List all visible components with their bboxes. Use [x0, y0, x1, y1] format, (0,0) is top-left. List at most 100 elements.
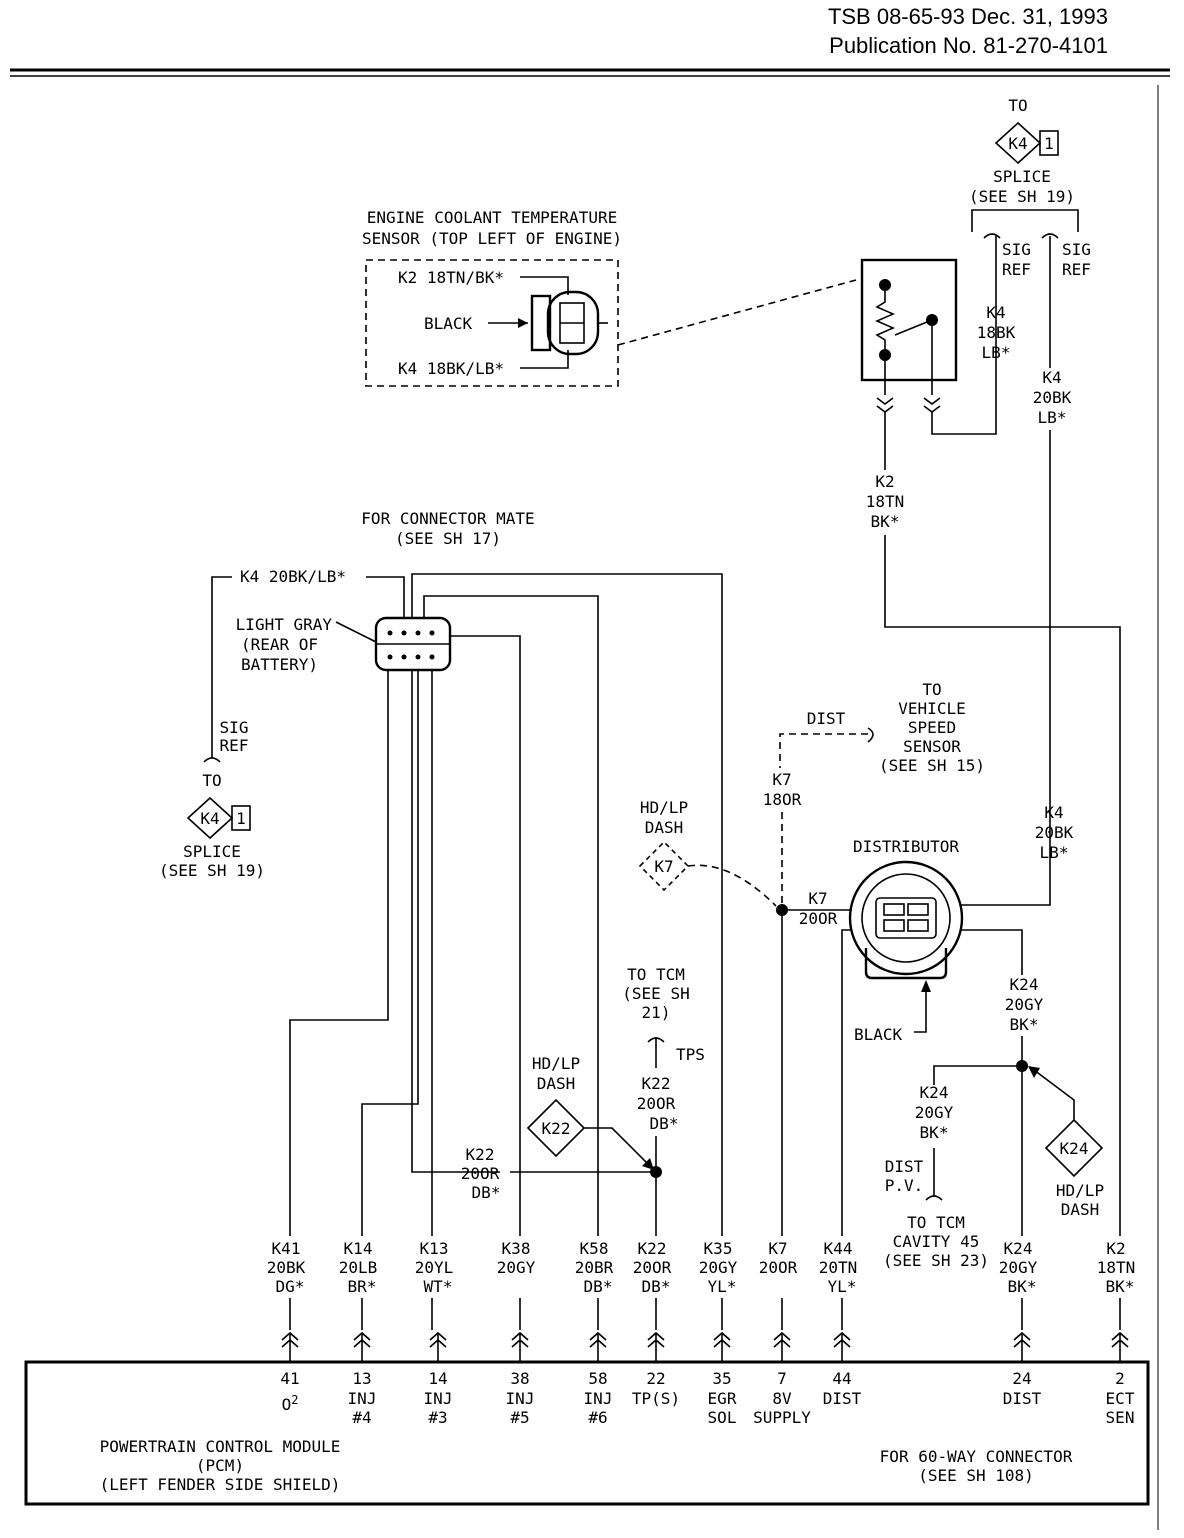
arrow-icon	[518, 318, 528, 328]
wire-k14	[361, 670, 419, 1330]
label-mask	[756, 1236, 808, 1298]
distributor-k4-l3: LB*	[1040, 843, 1069, 862]
pcm-line-1: POWERTRAIN CONTROL MODULE	[100, 1437, 341, 1456]
k22-mid-l1: K22	[466, 1145, 495, 1164]
header-tsb: TSB 08-65-93 Dec. 31, 1993	[828, 4, 1108, 29]
wire-gauge: 20GY	[999, 1258, 1038, 1277]
arrow-icon	[642, 1158, 654, 1170]
wire-k24-from-distributor	[960, 929, 1023, 975]
pcm-conn-2: (SEE SH 108)	[918, 1466, 1034, 1485]
connector-pin-icon	[876, 397, 894, 413]
splice-top-label-1: SPLICE	[993, 167, 1051, 186]
splice-left-to: TO	[202, 771, 221, 790]
connector-mate-title-2: (SEE SH 17)	[395, 529, 501, 548]
hd-dash-k22-lead	[584, 1127, 651, 1167]
dist-pv-k24-l1: K24	[920, 1083, 949, 1102]
connector-pin-icon	[511, 1331, 529, 1362]
ect-title-2: SENSOR (TOP LEFT OF ENGINE)	[362, 229, 622, 248]
pcm-cavity: 13	[352, 1369, 371, 1388]
pin-dot	[387, 654, 393, 660]
distributor-black: BLACK	[854, 1025, 903, 1044]
distributor-k7-l1: K7	[808, 889, 827, 908]
wire-circuit: K58	[580, 1239, 609, 1258]
sig-ref-break-icon	[1041, 233, 1059, 239]
hd-dash-k22: HD/LP DASH K22	[526, 1054, 654, 1170]
label-mask	[1094, 1236, 1146, 1298]
splice-left: SIG REF TO K4 1 SPLICE (SEE SH 19)	[159, 718, 265, 880]
k22-mid-l3: DB*	[472, 1183, 501, 1202]
connector-pin-icon	[833, 1331, 851, 1362]
hd-dash-k7-code: K7	[654, 857, 673, 876]
arrow-icon	[921, 980, 931, 992]
k22-mid-l2: 20OR	[461, 1164, 500, 1183]
ect-wire-k4: K4 18BK/LB*	[398, 359, 504, 378]
connector-pin-icon	[1111, 1331, 1129, 1362]
wire-circuit: K22	[638, 1239, 667, 1258]
pcm-function-2: SEN	[1106, 1408, 1135, 1427]
pcm-line-2: (PCM)	[196, 1456, 244, 1475]
wire-gauge: 20TN	[819, 1258, 858, 1277]
pin-icon	[883, 903, 905, 916]
vss-wire-l1: K7	[772, 770, 791, 789]
wire-color: BR*	[348, 1277, 377, 1296]
wire-k41	[289, 670, 389, 1330]
splice-top-bracket	[971, 209, 1079, 232]
hd-dash-k22-l2: DASH	[537, 1074, 576, 1093]
pcm-cavity: 14	[428, 1369, 447, 1388]
connector-pin-icon	[773, 1331, 791, 1362]
pcm-function-2: #6	[588, 1408, 607, 1427]
splice-left-sig: SIG	[220, 718, 249, 737]
arrow-icon	[1028, 1066, 1040, 1078]
pin-icon	[907, 903, 929, 916]
splice-tab-icon	[1039, 130, 1059, 156]
vss-wire-l2: 18OR	[763, 790, 802, 809]
tcm-line-1: TO TCM	[627, 965, 685, 984]
wire-k4-sig-ref	[931, 236, 997, 435]
hd-dash-k22-l1: HD/LP	[532, 1054, 580, 1073]
k22-mid: K22 20OR DB*	[461, 1145, 501, 1202]
pcm-conn-1: FOR 60-WAY CONNECTOR	[880, 1447, 1073, 1466]
pcm-line-3: (LEFT FENDER SIDE SHIELD)	[100, 1475, 341, 1494]
sig-ref-break-icon	[203, 757, 221, 763]
wire-circuit: K14	[344, 1239, 373, 1258]
ect-title-1: ENGINE COOLANT TEMPERATURE	[367, 208, 617, 227]
splice-left-code: K4	[200, 809, 219, 828]
vss-line-1: TO	[922, 680, 941, 699]
tcm-line-3: 21)	[642, 1003, 671, 1022]
dist-pv-to-1: TO TCM	[907, 1213, 965, 1232]
pin-dot	[429, 630, 435, 636]
pcm-function: O2	[282, 1393, 299, 1414]
wire-circuit: K7	[768, 1239, 787, 1258]
tcm-wire-l3: DB*	[650, 1114, 679, 1133]
wire-k7-dashed	[687, 864, 777, 907]
label-mask	[1034, 368, 1066, 430]
connector-pin-icon	[647, 1331, 665, 1362]
vss: DIST TO VEHICLE SPEED SENSOR (SEE SH 15)…	[763, 680, 985, 906]
connector-mate: FOR CONNECTOR MATE (SEE SH 17) K4 20BK/L…	[211, 509, 723, 1330]
wire-k2-l3: BK*	[871, 512, 900, 531]
pin-dot	[387, 630, 393, 636]
connector-pin-icon	[713, 1331, 731, 1362]
connector-pin-icon	[281, 1331, 299, 1362]
hd-dash-k22-code: K22	[542, 1119, 571, 1138]
pcm-function: INJ	[584, 1389, 613, 1408]
label-mask	[336, 1236, 388, 1298]
splice-tab-icon	[231, 805, 251, 831]
pcm-function-2: SUPPLY	[753, 1408, 811, 1427]
connector-pin-icon	[1013, 1331, 1031, 1362]
splice-left-label-1: SPLICE	[183, 842, 241, 861]
pcm-cavity: 58	[588, 1369, 607, 1388]
dist-pv-k24-l3: BK*	[920, 1123, 949, 1142]
pcm-box	[24, 1360, 1150, 1506]
header-publication: Publication No. 81-270-4101	[829, 33, 1108, 58]
pin-dot	[415, 654, 421, 660]
wire-gauge: 20LB	[339, 1258, 378, 1277]
splice-top-code: K4	[1008, 134, 1027, 153]
sig-ref-sig: SIG	[1062, 240, 1091, 259]
wire-circuit: K35	[704, 1239, 733, 1258]
wire-circuit: K38	[502, 1239, 531, 1258]
wire-k4b-l3: LB*	[1038, 408, 1067, 427]
pin-dot	[429, 654, 435, 660]
tcm-tps: TPS	[676, 1045, 705, 1064]
